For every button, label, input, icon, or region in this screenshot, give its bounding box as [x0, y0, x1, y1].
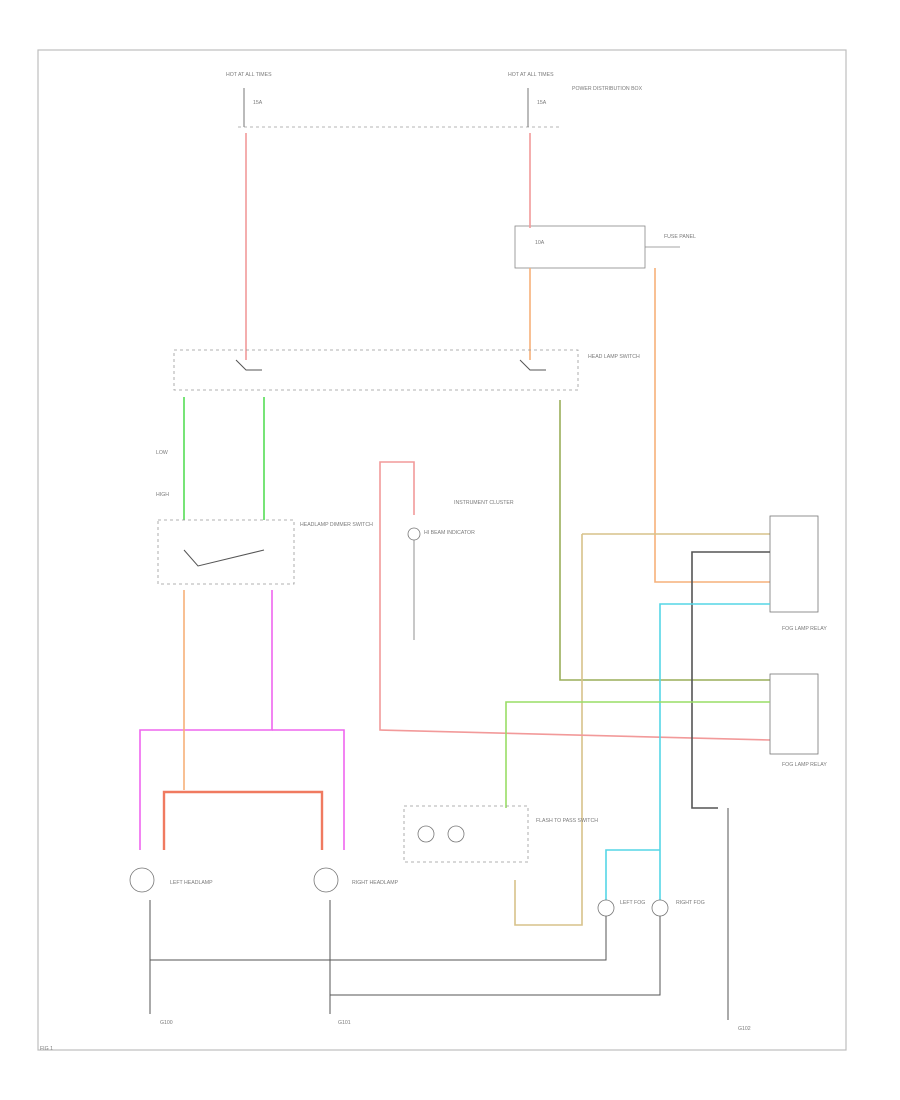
ground-bus-2: [329, 900, 661, 996]
dimmer-switch-contact: [183, 549, 265, 567]
power-dist-box-label: POWER DISTRIBUTION BOX: [572, 86, 643, 92]
headlamp-switch-right: [519, 359, 546, 371]
right-fog-lamp: [651, 899, 669, 917]
wire-pink-2: [272, 729, 345, 850]
ground-label-3: G102: [738, 1026, 751, 1032]
right-fog-label: RIGHT FOG: [676, 900, 705, 906]
wire-orange-right: [654, 268, 770, 583]
hot-label-2: HOT AT ALL TIMES: [508, 72, 554, 78]
fog-lamp-relay-2-label: FOG LAMP RELAY: [782, 762, 827, 768]
flash-switch-lamp-1: [417, 825, 435, 843]
fuse-c-label: 10A: [535, 240, 545, 246]
wire-olive: [559, 400, 770, 681]
left-headlamp: [129, 867, 155, 893]
flash-switch-label: FLASH TO PASS SWITCH: [536, 818, 598, 824]
right-headlamp-label: RIGHT HEADLAMP: [352, 880, 399, 886]
ground-label-1: G100: [160, 1020, 173, 1026]
fuse-b-label: 15A: [537, 100, 547, 106]
left-fog-lamp: [597, 899, 615, 917]
fuse-a-label: 15A: [253, 100, 263, 106]
hi-label: HIGH: [156, 492, 169, 498]
wire-pink: [139, 590, 273, 850]
left-fog-label: LEFT FOG: [620, 900, 645, 906]
right-headlamp: [313, 867, 339, 893]
left-headlamp-label: LEFT HEADLAMP: [170, 880, 213, 886]
wire-salmon: [162, 790, 324, 850]
wire-red-cluster: [379, 461, 771, 741]
wire-cyan-2: [605, 849, 660, 900]
fog-lamp-relay-1-label: FOG LAMP RELAY: [782, 626, 827, 632]
wire-cyan: [659, 603, 770, 900]
fog-lamp-relay-2: [769, 673, 819, 755]
headlamp-switch-left: [235, 359, 262, 371]
dimmer-switch-box: [157, 519, 295, 585]
fuse-panel-box: [514, 225, 646, 269]
dimmer-switch-label: HEADLAMP DIMMER SWITCH: [300, 522, 373, 528]
headlamp-switch-box: [173, 349, 579, 391]
flash-switch-lamp-2: [447, 825, 465, 843]
wire-lime: [505, 701, 770, 808]
wire-dark: [691, 551, 770, 809]
hot-label-1: HOT AT ALL TIMES: [226, 72, 272, 78]
fuse-panel-label: FUSE PANEL: [664, 234, 696, 240]
hi-beam-indicator-bulb: [407, 527, 421, 541]
hi-beam-indicator-label: HI BEAM INDICATOR: [424, 530, 475, 536]
instrument-cluster-label: INSTRUMENT CLUSTER: [454, 500, 514, 506]
wire-tan: [514, 534, 583, 926]
diagram-frame: [37, 49, 847, 1051]
headlamp-switch-label: HEAD LAMP SWITCH: [588, 354, 640, 360]
ground-bus: [149, 900, 607, 961]
lo-label: LOW: [156, 450, 168, 456]
flash-switch-box: [403, 805, 529, 863]
ground-label-2: G101: [338, 1020, 351, 1026]
fog-lamp-relay-1: [769, 515, 819, 613]
figure-label: FIG 1: [40, 1046, 53, 1052]
